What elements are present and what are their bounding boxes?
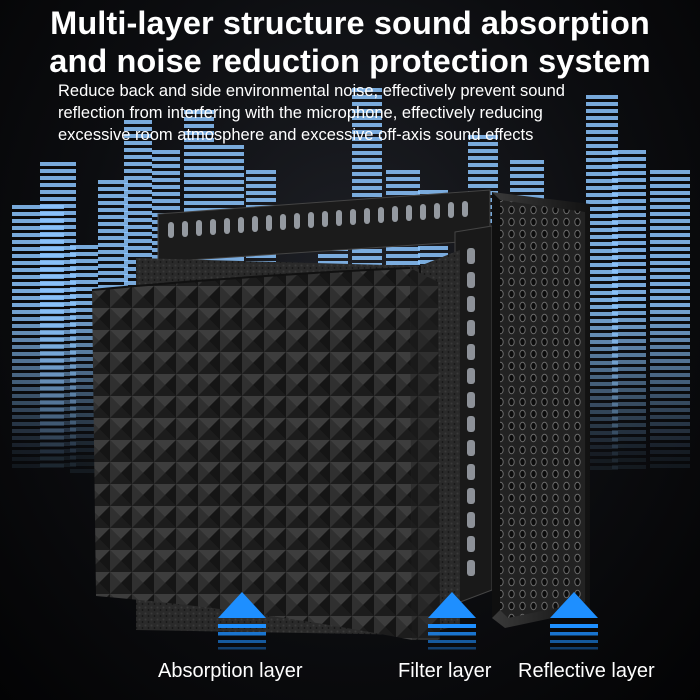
label-absorption-layer: Absorption layer bbox=[158, 660, 303, 682]
label-reflective-layer: Reflective layer bbox=[518, 660, 655, 682]
reflective-metal-panel bbox=[492, 192, 590, 628]
title-line-2: and noise reduction protection system bbox=[49, 43, 651, 79]
description-line-2: reflection from interfering with the mic… bbox=[58, 104, 543, 122]
label-filter-layer: Filter layer bbox=[398, 660, 492, 682]
title-line-1: Multi-layer structure sound absorption bbox=[50, 5, 650, 41]
arrow-up-icon bbox=[550, 592, 598, 650]
pyramid-foam-layer bbox=[91, 267, 440, 640]
description-line-3: excessive room atmosphere and excessive … bbox=[58, 126, 534, 144]
back-metal-panel bbox=[157, 189, 493, 605]
layer-arrows bbox=[218, 592, 598, 650]
description-line-1: Reduce back and side environmental noise… bbox=[58, 82, 565, 100]
banner-description: Reduce back and side environmental noise… bbox=[58, 80, 698, 146]
banner-title: Multi-layer structure sound absorption a… bbox=[0, 4, 700, 80]
arrow-up-icon bbox=[218, 592, 266, 650]
arrow-up-icon bbox=[428, 592, 476, 650]
